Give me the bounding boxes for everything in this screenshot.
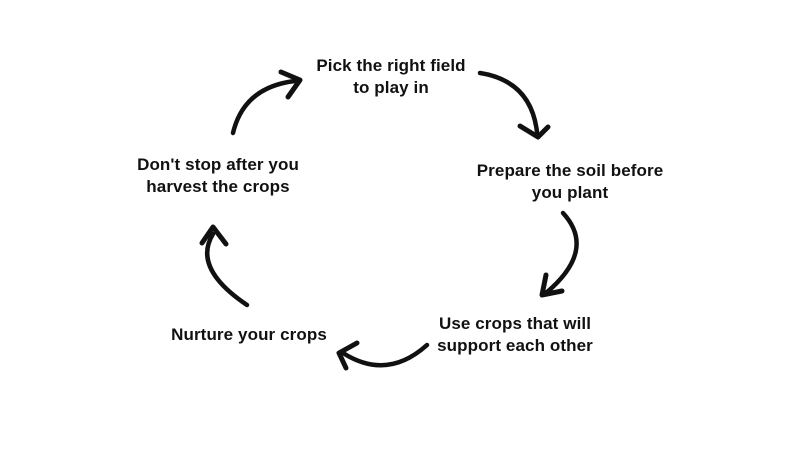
arrow-use-crops-to-nurture-icon — [336, 340, 430, 371]
arrow-prepare-soil-to-use-crops-icon — [539, 210, 579, 298]
cycle-step-use-crops: Use crops that will support each other — [437, 314, 593, 355]
cycle-step-pick-field: Pick the right field to play in — [316, 56, 466, 97]
arrow-dont-stop-to-pick-field-icon — [230, 69, 303, 136]
cycle-step-dont-stop: Don't stop after you harvest the crops — [137, 155, 299, 196]
cycle-step-nurture-crops: Nurture your crops — [171, 325, 327, 344]
arrow-nurture-to-dont-stop-icon — [199, 224, 250, 308]
cycle-step-prepare-soil: Prepare the soil before you plant — [476, 161, 664, 202]
arrow-pick-field-to-prepare-soil-icon — [477, 70, 551, 140]
